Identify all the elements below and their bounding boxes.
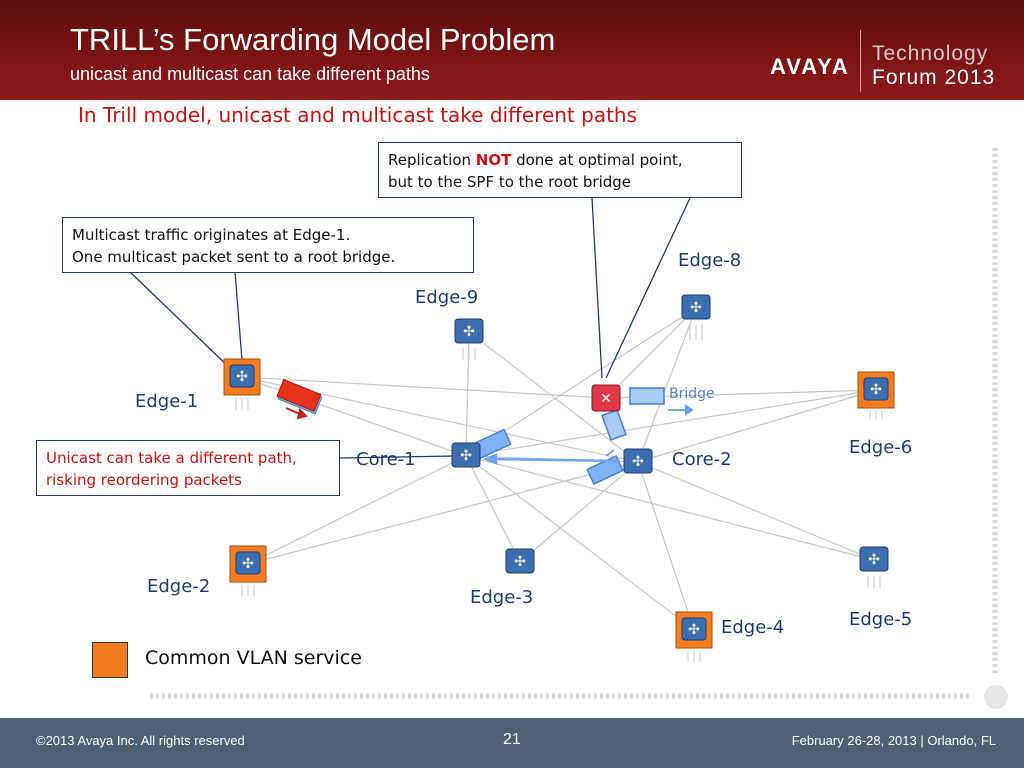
svg-text:✕: ✕ [600, 391, 612, 407]
label-bridge: Bridge [669, 386, 715, 402]
callout-replication: Replication NOT done at optimal point, b… [378, 142, 742, 198]
label-edge5: Edge-5 [849, 609, 913, 630]
logo-forum: Forum 2013 [872, 66, 996, 89]
label-edge3: Edge-3 [470, 587, 534, 608]
svg-text:✣: ✣ [514, 554, 526, 570]
callout-multicast-line2: One multicast packet sent to a root brid… [72, 248, 396, 266]
svg-text:✣: ✣ [690, 300, 702, 316]
logo-divider [860, 30, 861, 92]
node-edge9: ✣ [454, 318, 484, 344]
packet-bridge-blue-2 [601, 409, 627, 441]
svg-text:✣: ✣ [688, 622, 700, 638]
dotted-border [150, 148, 998, 699]
node-edge6: ✣ [857, 371, 895, 409]
node-edge2: ✣ [229, 545, 267, 583]
footer-page-number: 21 [503, 731, 521, 748]
slide-title: TRILL’s Forwarding Model Problem [70, 22, 556, 57]
svg-text:✣: ✣ [868, 552, 880, 568]
svg-text:✣: ✣ [463, 324, 475, 340]
logo-technology: Technology [872, 42, 989, 65]
callout-pointers [129, 197, 691, 459]
label-edge4: Edge-4 [721, 617, 785, 638]
svg-text:✣: ✣ [242, 556, 254, 572]
node-root-bridge: ✕ [591, 384, 621, 412]
node-edge3: ✣ [505, 548, 535, 574]
replication-text-post: done at optimal point, [511, 151, 683, 169]
callout-multicast-line1: Multicast traffic originates at Edge-1. [72, 226, 351, 244]
slide-footer: ©2013 Avaya Inc. All rights reserved 21 … [0, 718, 1024, 768]
label-core2: Core-2 [672, 449, 732, 470]
replication-not: NOT [475, 151, 512, 169]
svg-text:✣: ✣ [460, 448, 472, 464]
label-edge9: Edge-9 [415, 287, 479, 308]
label-edge2: Edge-2 [147, 576, 211, 597]
label-edge1: Edge-1 [135, 391, 199, 412]
svg-text:✣: ✣ [870, 382, 882, 398]
node-core1: ✣ [451, 442, 481, 468]
node-edge1: ✣ [223, 358, 261, 396]
corner-circle [984, 685, 1008, 709]
legend-label: Common VLAN service [145, 647, 362, 669]
callout-replication-line1: Replication NOT done at optimal point, [388, 149, 732, 171]
packet-core2-blue [586, 454, 624, 486]
packet-multicast-red [276, 378, 323, 415]
svg-text:✣: ✣ [236, 369, 248, 385]
avaya-logo: AVAYA [770, 54, 850, 79]
slide-header [0, 0, 1024, 100]
callout-unicast-line2: risking reordering packets [46, 471, 242, 489]
footer-date: February 26-28, 2013 | Orlando, FL [791, 733, 996, 748]
slide-heading: In Trill model, unicast and multicast ta… [78, 103, 638, 127]
label-edge8: Edge-8 [678, 250, 742, 271]
callout-unicast-line1: Unicast can take a different path, [46, 449, 297, 467]
bridge-arrows [605, 404, 694, 457]
footer-copyright: ©2013 Avaya Inc. All rights reserved [36, 733, 245, 748]
legend-swatch [92, 642, 128, 678]
device-ports [235, 324, 883, 662]
svg-text:✣: ✣ [632, 454, 644, 470]
node-edge4: ✣ [675, 611, 713, 649]
node-edge8: ✣ [681, 294, 711, 320]
packet-bridge-blue-1 [629, 387, 665, 405]
replication-text-pre: Replication [388, 151, 476, 169]
callout-replication-line2: but to the SPF to the root bridge [388, 173, 632, 191]
packet-arrow-edge1 [285, 407, 308, 420]
callout-unicast: Unicast can take a different path, riski… [36, 440, 340, 496]
label-core1: Core-1 [356, 449, 416, 470]
callout-multicast: Multicast traffic originates at Edge-1. … [62, 217, 474, 273]
label-edge6: Edge-6 [849, 437, 913, 458]
node-core2: ✣ [623, 448, 653, 474]
node-edge5: ✣ [859, 546, 889, 572]
slide-subtitle: unicast and multicast can take different… [70, 64, 430, 84]
unicast-arrow [482, 453, 621, 465]
